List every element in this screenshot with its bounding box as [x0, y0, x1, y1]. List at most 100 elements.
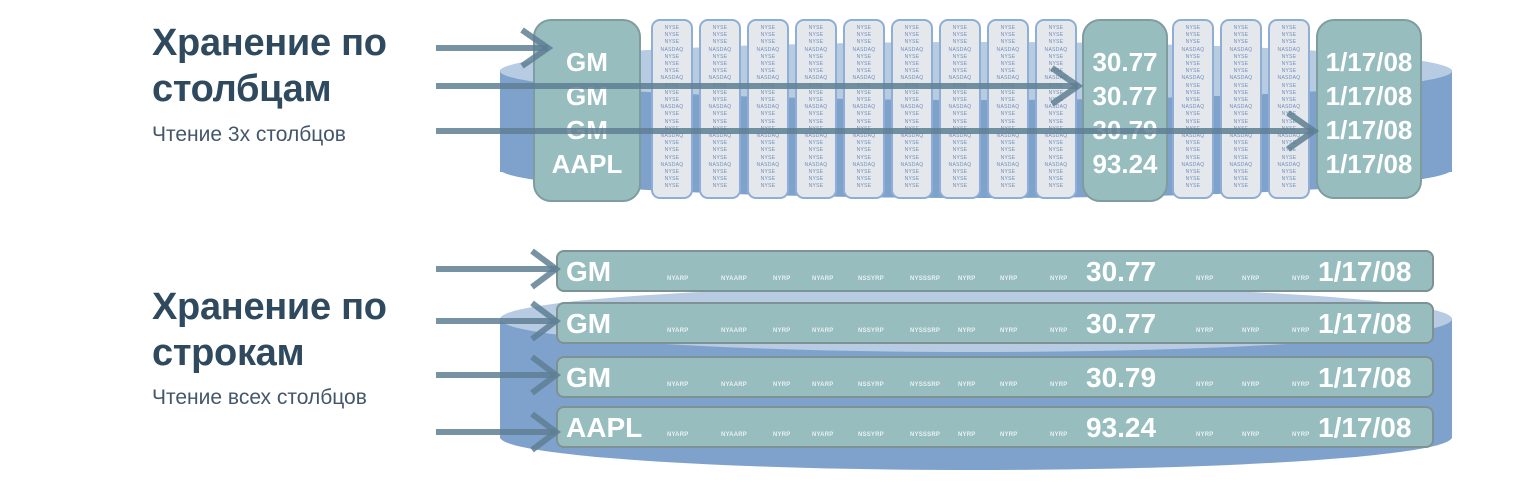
filler-cell: NYSE: [856, 169, 872, 176]
filler-cell: NYSE: [760, 89, 776, 96]
filler-cell: NASDAQ: [660, 133, 684, 140]
row-price: 93.24: [1086, 412, 1157, 443]
filler-cell: NYSE: [1000, 61, 1016, 68]
filler-cell: NYSE: [1233, 176, 1249, 183]
filler-cell: NYSE: [1233, 111, 1249, 118]
filler-cell: NYSE: [952, 61, 968, 68]
filler-cell: NYSE: [712, 53, 728, 60]
filler-cell: NASDAQ: [996, 46, 1020, 53]
filler-cell: NYSE: [1048, 39, 1064, 46]
filler-cell: NYSE: [1281, 61, 1297, 68]
filler-cell: NYSE: [664, 53, 680, 60]
filler-cell: NYSE: [1281, 97, 1297, 104]
filler-cell: NASDAQ: [996, 75, 1020, 82]
row-filler-label: NYARP: [667, 382, 689, 388]
filler-cell: NYSE: [1233, 61, 1249, 68]
filler-cell: NASDAQ: [948, 46, 972, 53]
filler-cell: NASDAQ: [1277, 46, 1301, 53]
filler-cell: NASDAQ: [756, 133, 780, 140]
filler-cell: NASDAQ: [852, 133, 876, 140]
row-filler-label: NYRP: [773, 328, 791, 334]
row-filler-label: NYARP: [667, 328, 689, 334]
arrow-head-icon: [530, 411, 561, 453]
filler-cell: NASDAQ: [852, 75, 876, 82]
filler-cell: NASDAQ: [900, 133, 924, 140]
filler-cell: NASDAQ: [948, 75, 972, 82]
column-store-title: Хранение по столбцам: [152, 20, 387, 112]
filler-cell: NYSE: [760, 32, 776, 39]
symbol-cell: GM: [566, 47, 608, 77]
filler-cell: NASDAQ: [1277, 75, 1301, 82]
filler-cell: NYSE: [952, 140, 968, 147]
row-filler-label: NYRP: [1292, 432, 1310, 438]
filler-cell: NYSE: [712, 183, 728, 190]
filler-cell: NYSE: [712, 97, 728, 104]
filler-cell: NYSE: [808, 140, 824, 147]
filler-cell: NYSE: [664, 89, 680, 96]
filler-cell: NYSE: [856, 118, 872, 125]
filler-cell: NASDAQ: [1044, 75, 1068, 82]
filler-cell: NASDAQ: [1044, 46, 1068, 53]
filler-cell: NYSE: [904, 154, 920, 161]
filler-cell: NYSE: [1233, 68, 1249, 75]
filler-cell: NYSE: [952, 53, 968, 60]
row-symbol: GM: [566, 308, 612, 339]
filler-cell: NYSE: [856, 147, 872, 154]
filler-cell: NASDAQ: [1181, 133, 1205, 140]
row-filler-label: NYAARP: [721, 432, 747, 438]
row-filler-label: NYARP: [812, 276, 834, 282]
filler-cell: NASDAQ: [996, 133, 1020, 140]
filler-cell: NYSE: [1048, 140, 1064, 147]
row-price: 30.77: [1086, 256, 1157, 287]
row-filler-label: NYRP: [1050, 276, 1068, 282]
filler-cell: NYSE: [1048, 53, 1064, 60]
filler-cell: NYSE: [904, 32, 920, 39]
row-filler-label: NYRP: [958, 328, 976, 334]
filler-cell: NYSE: [712, 118, 728, 125]
filler-cell: NYSE: [760, 183, 776, 190]
row-filler-label: NSSYRP: [858, 328, 884, 334]
filler-cell: NASDAQ: [1277, 104, 1301, 111]
filler-cell: NYSE: [1000, 32, 1016, 39]
filler-cell: NYSE: [1000, 39, 1016, 46]
filler-cell: NYSE: [856, 140, 872, 147]
filler-cell: NYSE: [808, 39, 824, 46]
filler-cell: NASDAQ: [1181, 75, 1205, 82]
filler-cell: NYSE: [856, 154, 872, 161]
filler-cell: NYSE: [1048, 25, 1064, 31]
row-filler-label: NYRP: [1196, 382, 1214, 388]
row-filler-label: NYARP: [812, 328, 834, 334]
row-filler-label: NYAARP: [721, 382, 747, 388]
filler-cell: NYSE: [1281, 183, 1297, 190]
row-filler-label: NYSSSRP: [910, 382, 941, 388]
filler-cell: NYSE: [664, 25, 680, 31]
filler-cell: NASDAQ: [708, 75, 732, 82]
filler-cell: NYSE: [664, 183, 680, 190]
filler-cell: NYSE: [712, 176, 728, 183]
row-filler-label: NYRP: [1196, 276, 1214, 282]
row-date: 1/17/08: [1318, 362, 1412, 393]
filler-cell: NYSE: [664, 147, 680, 154]
price-cell: 93.24: [1092, 149, 1158, 179]
filler-cell: NYSE: [1000, 147, 1016, 154]
row-filler-label: NYRP: [1292, 382, 1310, 388]
filler-cell: NYSE: [1233, 118, 1249, 125]
filler-cell: NYSE: [856, 39, 872, 46]
row-filler-label: NYSSSRP: [910, 432, 941, 438]
filler-cell: NYSE: [904, 140, 920, 147]
filler-cell: NYSE: [1185, 147, 1201, 154]
filler-cell: NYSE: [952, 97, 968, 104]
row-filler-label: NYRP: [958, 276, 976, 282]
row-filler-label: NYRP: [1196, 432, 1214, 438]
filler-cell: NYSE: [952, 154, 968, 161]
filler-cell: NASDAQ: [708, 133, 732, 140]
filler-cell: NYSE: [856, 25, 872, 31]
filler-cell: NYSE: [1000, 118, 1016, 125]
filler-cell: NYSE: [1048, 32, 1064, 39]
